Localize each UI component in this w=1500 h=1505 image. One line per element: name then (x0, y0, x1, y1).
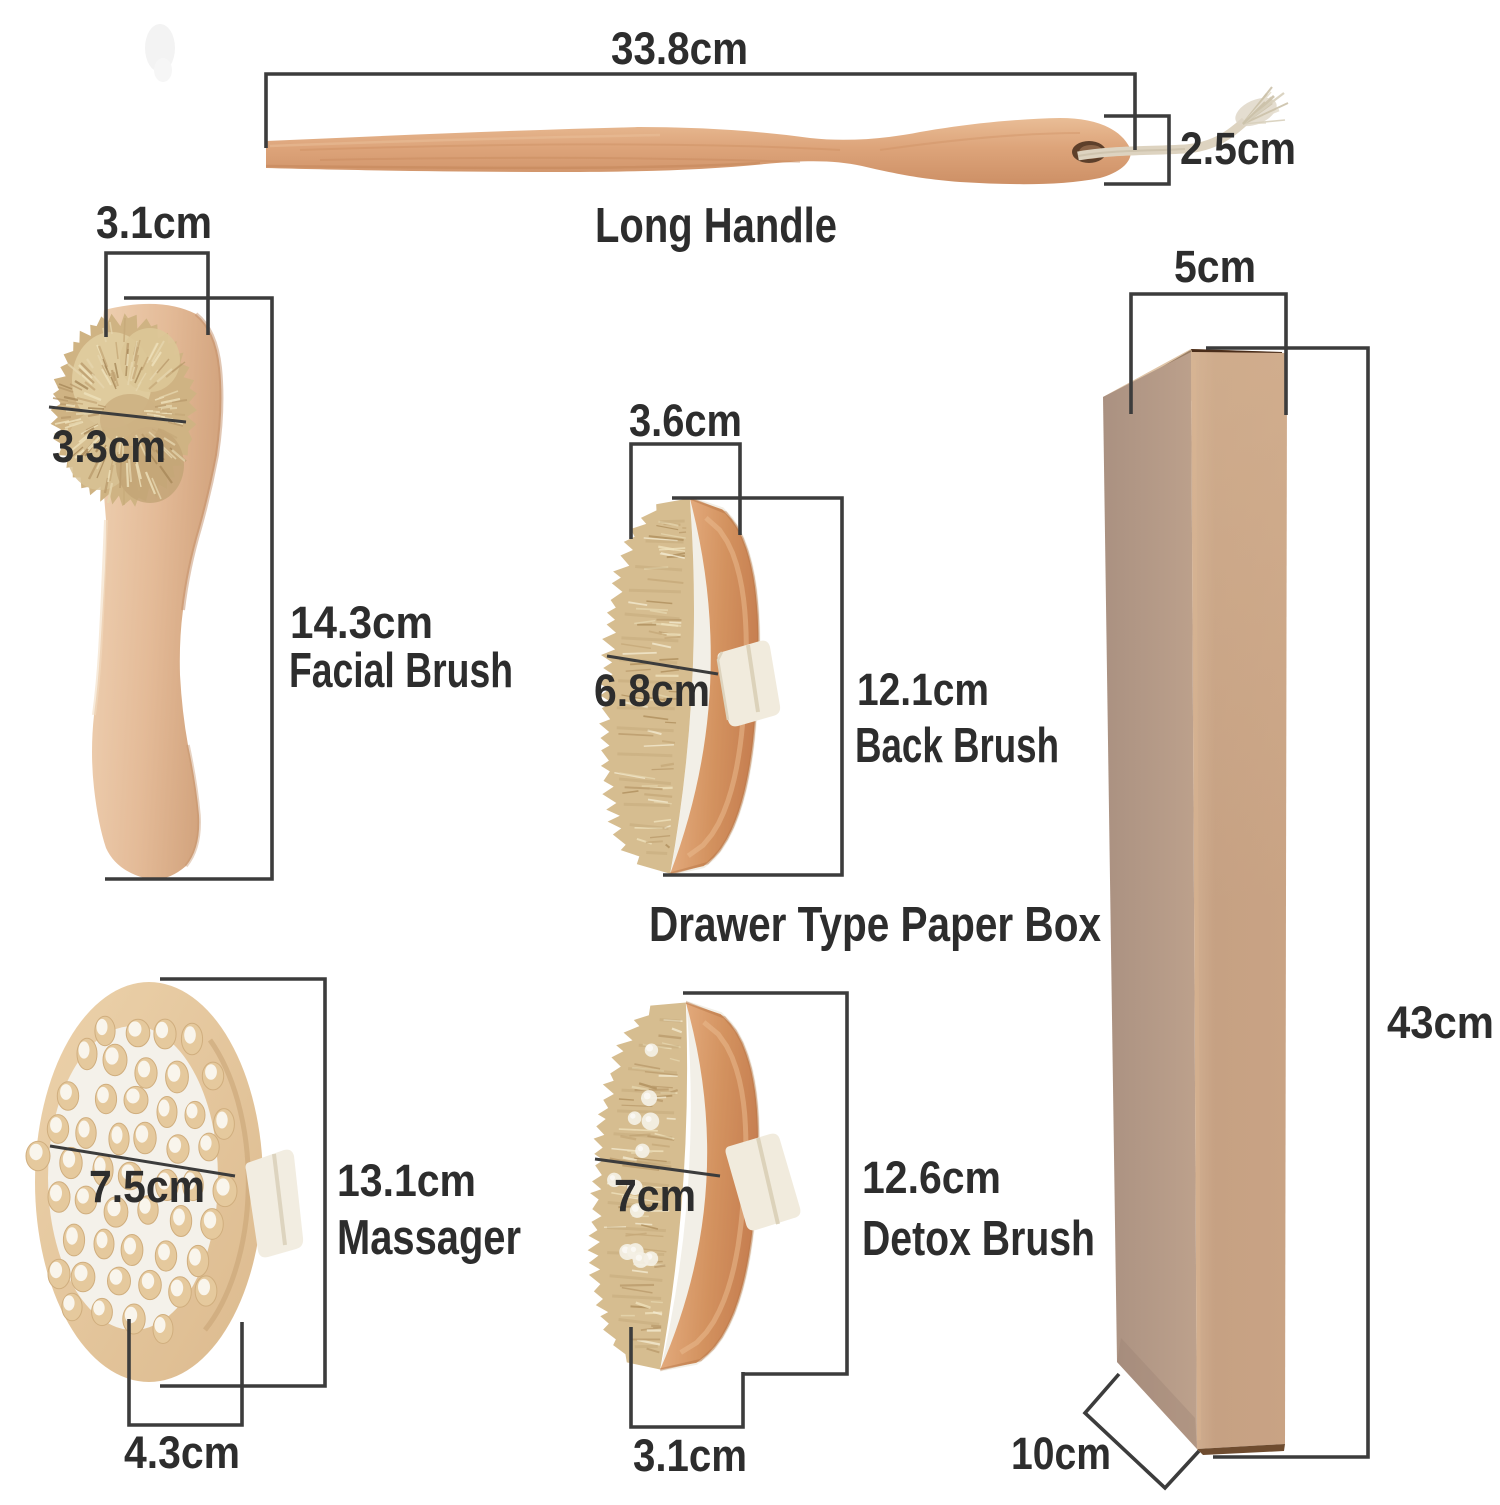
svg-text:Massager: Massager (337, 1211, 521, 1265)
svg-text:Back Brush: Back Brush (855, 719, 1059, 773)
svg-text:12.6cm: 12.6cm (862, 1152, 1001, 1203)
svg-text:3.6cm: 3.6cm (629, 395, 742, 446)
svg-text:Facial Brush: Facial Brush (289, 644, 513, 698)
svg-text:14.3cm: 14.3cm (290, 597, 433, 648)
svg-text:33.8cm: 33.8cm (611, 23, 748, 74)
svg-text:43cm: 43cm (1387, 997, 1494, 1048)
svg-text:Drawer Type Paper Box: Drawer Type Paper Box (649, 898, 1101, 952)
svg-text:10cm: 10cm (1011, 1428, 1111, 1479)
svg-text:5cm: 5cm (1174, 241, 1256, 292)
svg-text:2.5cm: 2.5cm (1180, 123, 1296, 174)
svg-text:7cm: 7cm (614, 1170, 696, 1221)
svg-text:3.3cm: 3.3cm (52, 421, 166, 472)
svg-text:3.1cm: 3.1cm (633, 1430, 747, 1481)
svg-text:7.5cm: 7.5cm (89, 1161, 205, 1212)
svg-text:13.1cm: 13.1cm (337, 1155, 476, 1206)
svg-text:12.1cm: 12.1cm (857, 664, 989, 715)
svg-text:Detox Brush: Detox Brush (862, 1212, 1095, 1266)
svg-text:3.1cm: 3.1cm (96, 197, 212, 248)
svg-text:6.8cm: 6.8cm (594, 665, 710, 716)
svg-text:Long Handle: Long Handle (595, 199, 837, 253)
svg-text:4.3cm: 4.3cm (124, 1427, 240, 1478)
